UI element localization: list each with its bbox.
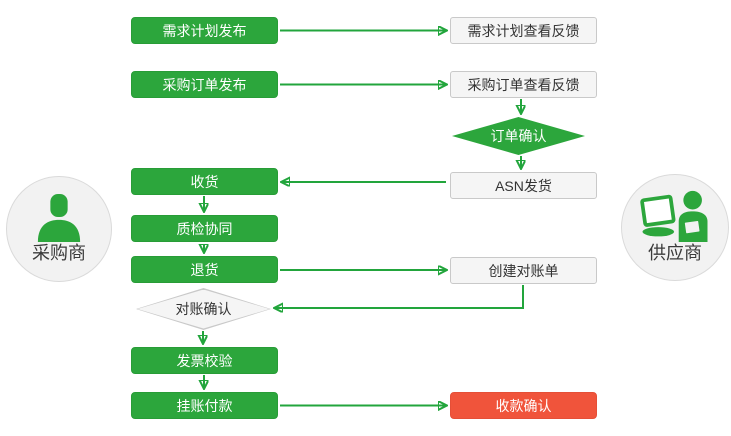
node-demand-plan-feedback: 需求计划查看反馈 [450,17,597,44]
decision-label: 对账确认 [175,301,232,317]
buyer-actor: 采购商 [6,176,112,282]
decision-order-confirm: 订单确认 [452,117,585,155]
node-return-goods: 退货 [131,256,278,283]
person-laptop-icon [640,191,708,243]
node-quality-collaboration: 质检协同 [131,215,278,242]
decision-label: 订单确认 [490,128,547,144]
supplier-label: 供应商 [648,243,702,264]
decision-statement-confirm: 对账确认 [136,288,271,330]
node-demand-plan-publish: 需求计划发布 [131,17,278,44]
node-po-publish: 采购订单发布 [131,71,278,98]
node-book-payment: 挂账付款 [131,392,278,419]
node-create-statement: 创建对账单 [450,257,597,284]
buyer-label: 采购商 [32,242,86,263]
node-receipt-confirm: 收款确认 [450,392,597,419]
node-asn-shipment: ASN发货 [450,172,597,199]
supplier-actor: 供应商 [621,174,729,281]
node-invoice-verification: 发票校验 [131,347,278,374]
person-icon [37,193,81,242]
flow-connector [275,285,524,308]
node-po-feedback: 采购订单查看反馈 [450,71,597,98]
node-receive-goods: 收货 [131,168,278,195]
